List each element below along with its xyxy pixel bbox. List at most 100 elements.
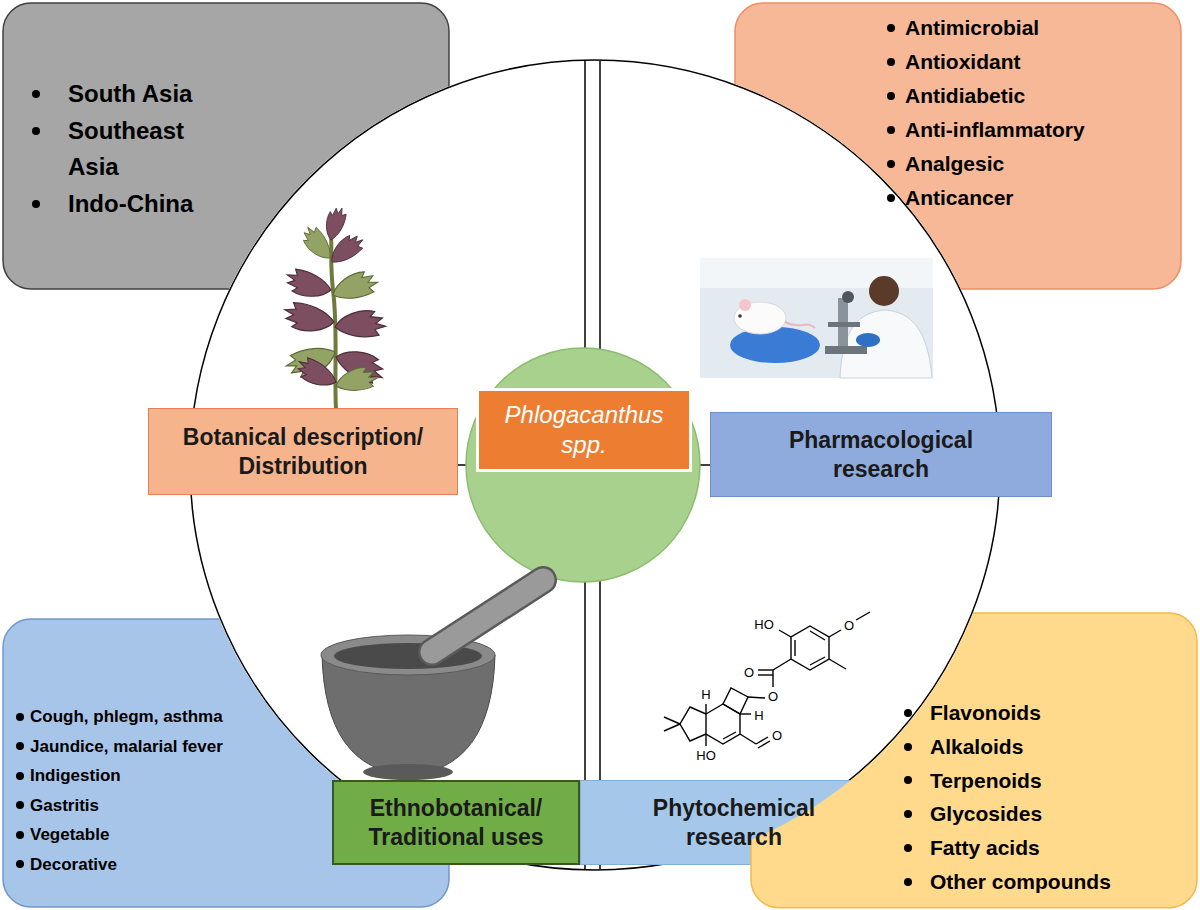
- bullet-dot: [32, 127, 40, 135]
- section-label: Pharmacological research: [710, 412, 1052, 497]
- bullet-text: Antioxidant: [905, 45, 1165, 79]
- plant-leaf: [334, 309, 386, 340]
- bullet-dot: [904, 878, 912, 886]
- bullet-dot: [904, 810, 912, 818]
- bullet-item: Indo-China: [2, 186, 450, 223]
- bullet-item: Antimicrobial: [734, 11, 1182, 45]
- bullet-text: Analgesic: [905, 147, 1165, 181]
- bullet-text: Antidiabetic: [905, 79, 1165, 113]
- genus-label: Phlogacanthus spp.: [476, 388, 692, 472]
- bullet-dot: [16, 831, 24, 839]
- bullet-item: Antidiabetic: [734, 79, 1182, 113]
- bullet-text: Southeast Asia: [68, 113, 218, 186]
- atom-label: O: [772, 729, 782, 742]
- bullet-text: Fatty acids: [930, 831, 1180, 865]
- bullet-text: Indo-China: [68, 186, 218, 223]
- label-text: Pharmacological research: [761, 426, 1001, 484]
- glove: [730, 327, 820, 363]
- label-text: Botanical description/ Distribution: [158, 423, 448, 481]
- bond: [664, 717, 680, 724]
- panel-shape: [734, 2, 1182, 290]
- bullet-item: Decorative: [2, 850, 450, 880]
- section-label: Ethnobotanical/ Traditional uses: [332, 780, 580, 865]
- label-text: Phytochemical research: [624, 794, 844, 852]
- plant-leaf: [293, 355, 340, 393]
- bullet-text: Flavonoids: [930, 696, 1180, 730]
- label-text: Phlogacanthus spp.: [489, 400, 679, 460]
- bullet-dot: [904, 844, 912, 852]
- atom-label: O: [744, 666, 754, 679]
- bullet-dot: [887, 194, 895, 202]
- double-bond: [723, 732, 736, 739]
- mouse-tail: [785, 322, 815, 328]
- bullet-dot: [887, 126, 895, 134]
- compounds-panel: FlavonoidsAlkaloidsTerpenoidsGlycosidesF…: [750, 612, 1198, 909]
- microscope-eyepiece: [842, 291, 854, 303]
- bullet-item: Glycosides: [750, 797, 1198, 831]
- bullet-dot: [32, 90, 40, 98]
- bullet-dot: [16, 860, 24, 868]
- bullet-item: Anti-inflammatory: [734, 113, 1182, 147]
- bullet-item: Analgesic: [734, 147, 1182, 181]
- bullet-text: Terpenoids: [930, 764, 1180, 798]
- plant-leaf: [282, 301, 336, 336]
- bullet-text: Decorative: [30, 850, 430, 880]
- bullet-dot: [887, 92, 895, 100]
- bullet-item: South Asia: [2, 76, 450, 113]
- bullet-text: Antimicrobial: [905, 11, 1165, 45]
- bullet-dot: [887, 24, 895, 32]
- bullet-text: Glycosides: [930, 797, 1180, 831]
- panel-shape: [750, 612, 1198, 909]
- bullet-item: Alkaloids: [750, 730, 1198, 764]
- atom-label: H: [701, 688, 710, 701]
- bullet-list: AntimicrobialAntioxidantAntidiabeticAnti…: [734, 11, 1182, 215]
- bullet-text: Indigestion: [30, 761, 430, 791]
- bond: [664, 724, 680, 731]
- bond: [705, 704, 706, 714]
- bullet-dot: [32, 200, 40, 208]
- section-label: Botanical description/ Distribution: [148, 408, 458, 495]
- bullet-item: Antioxidant: [734, 45, 1182, 79]
- bullet-dot: [16, 801, 24, 809]
- mouse-eye: [738, 314, 742, 318]
- bullet-dot: [16, 742, 24, 750]
- bullet-dot: [16, 772, 24, 780]
- bullet-item: Other compounds: [750, 865, 1198, 899]
- bullet-item: Fatty acids: [750, 831, 1198, 865]
- label-text: Ethnobotanical/ Traditional uses: [342, 794, 570, 852]
- bullet-list: South AsiaSoutheast AsiaIndo-China: [2, 76, 450, 222]
- plant-leaf: [333, 364, 379, 396]
- panel-fill: [3, 3, 449, 289]
- bullet-text: Alkaloids: [930, 730, 1180, 764]
- bullet-item: Cough, phlegm, asthma: [2, 702, 450, 732]
- bullet-dot: [904, 709, 912, 717]
- lab-coat: [840, 310, 932, 378]
- bullet-item: Indigestion: [2, 761, 450, 791]
- panel-shape: [2, 2, 450, 290]
- bullet-item: Southeast Asia: [2, 113, 450, 186]
- bullet-text: Anti-inflammatory: [905, 113, 1165, 147]
- microscope-base: [825, 346, 867, 354]
- distribution-panel: South AsiaSoutheast AsiaIndo-China: [2, 2, 450, 290]
- bullet-list: Cough, phlegm, asthmaJaundice, malarial …: [2, 702, 450, 879]
- bullet-text: Jaundice, malarial fever: [30, 732, 430, 762]
- bullet-text: South Asia: [68, 76, 218, 113]
- bond: [740, 713, 751, 714]
- activity-panel: AntimicrobialAntioxidantAntidiabeticAnti…: [734, 2, 1182, 290]
- panel-fill: [751, 613, 1197, 908]
- mouse-ear: [739, 299, 751, 311]
- bullet-dot: [887, 160, 895, 168]
- five-ring: [680, 707, 706, 741]
- cyclobutane-ring: [723, 688, 748, 714]
- bullet-text: Anticancer: [905, 181, 1165, 215]
- bullet-dot: [904, 743, 912, 751]
- bullet-text: Other compounds: [930, 865, 1180, 899]
- bullet-dot: [16, 713, 24, 721]
- microscope-stage: [828, 322, 860, 327]
- atom-label: O: [844, 619, 854, 632]
- bullet-text: Cough, phlegm, asthma: [30, 702, 430, 732]
- glove: [856, 333, 880, 347]
- atom-label: HO: [754, 618, 774, 631]
- atom-label: H: [754, 709, 763, 722]
